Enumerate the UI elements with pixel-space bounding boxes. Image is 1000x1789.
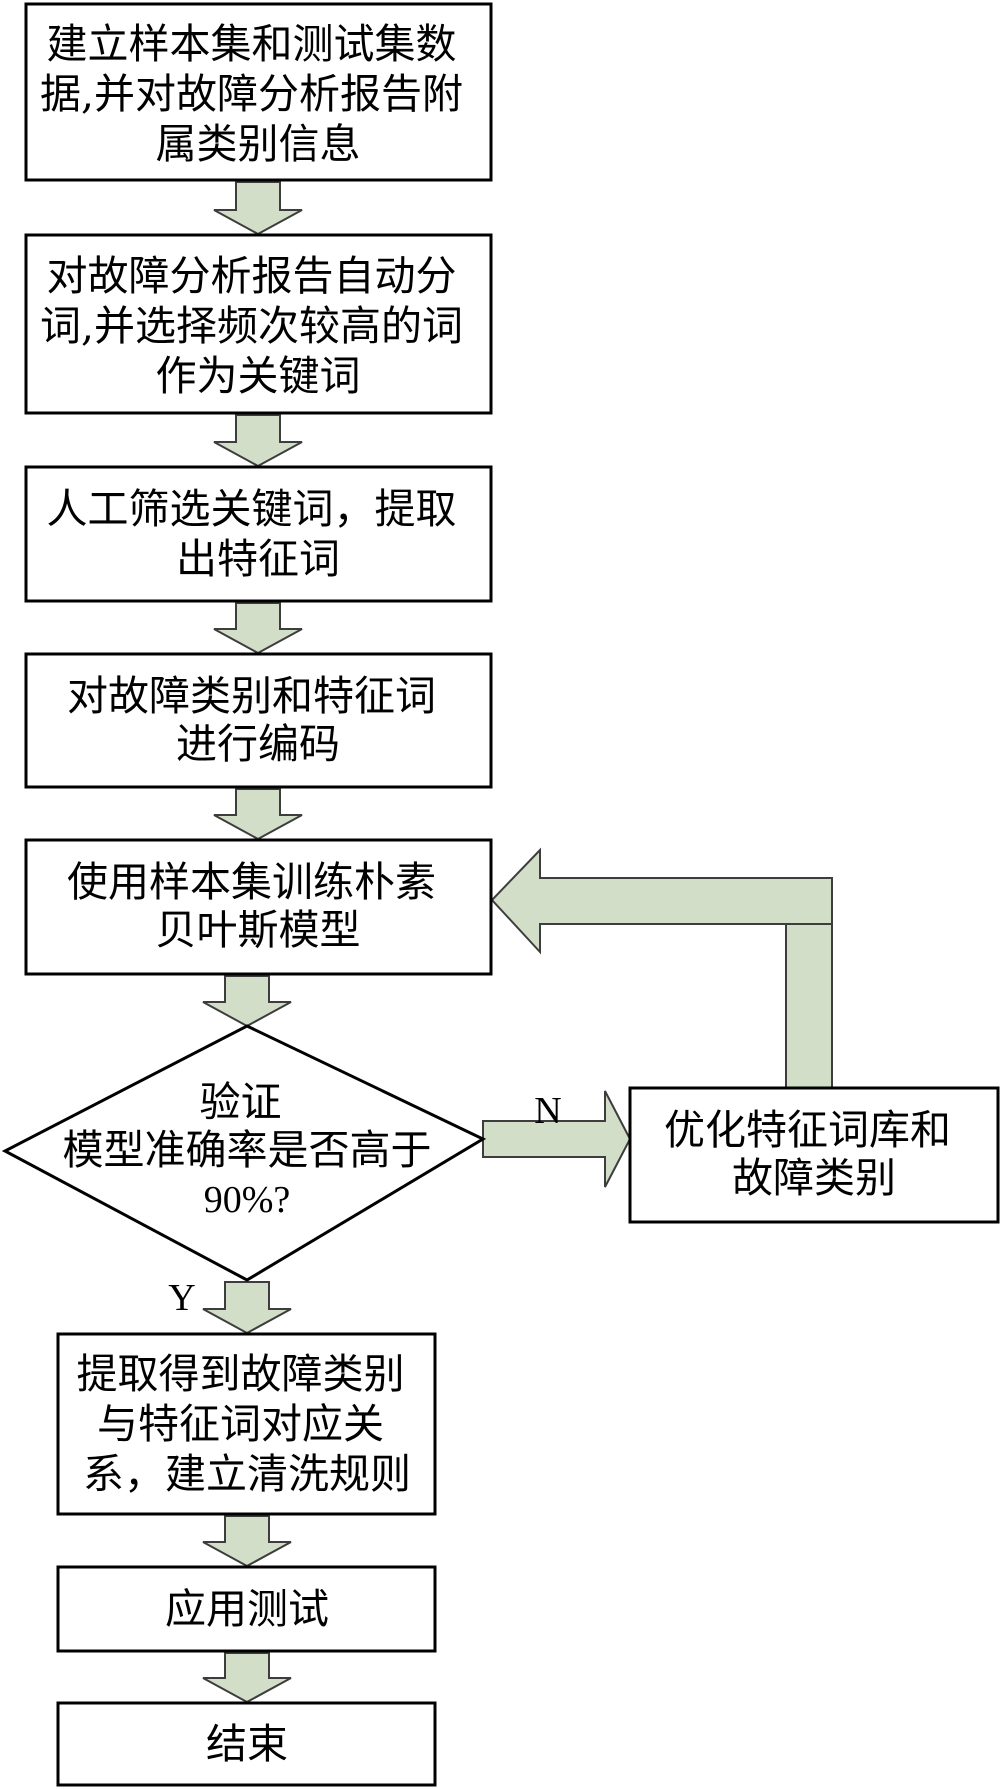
step-label-train-model: 使用样本集训练朴素 贝叶斯模型 bbox=[67, 858, 449, 954]
flow-arrow-5 bbox=[202, 975, 292, 1028]
step-label-screen-features: 人工筛选关键词，提取 出特征词 bbox=[46, 485, 469, 583]
branch-box-optimize bbox=[628, 1086, 1000, 1224]
step-box-segment-keywords bbox=[24, 233, 493, 415]
step-label-end: 结束 bbox=[206, 1720, 288, 1768]
step-label-extract-rules: 提取得到故障类别 与特征词对应关 系，建立清洗规则 bbox=[76, 1350, 417, 1498]
step-box-encode bbox=[24, 652, 493, 789]
feedback-arrow-head bbox=[490, 847, 833, 955]
decision-diamond bbox=[1, 1024, 487, 1282]
step-label-segment-keywords: 对故障分析报告自动分 词,并选择频次较高的词 作为关键词 bbox=[40, 252, 476, 400]
step-box-build-dataset bbox=[24, 2, 493, 182]
decision-label: 验证 模型准确率是否高于 bbox=[63, 1078, 432, 1174]
flow-arrow-yes bbox=[202, 1281, 292, 1335]
flow-arrow-3 bbox=[213, 602, 303, 655]
flow-arrow-8 bbox=[202, 1652, 292, 1704]
step-box-end bbox=[56, 1701, 437, 1787]
step-box-train-model bbox=[24, 838, 493, 976]
flow-arrow-7 bbox=[202, 1515, 292, 1568]
flow-arrow-1 bbox=[213, 181, 303, 236]
flow-arrows bbox=[202, 181, 303, 1704]
step-box-screen-features bbox=[24, 465, 493, 603]
flow-arrow-4 bbox=[213, 788, 303, 841]
step-label-build-dataset: 建立样本集和测试集数 据,并对故障分析报告附 属类别信息 bbox=[40, 20, 476, 168]
edge-label-yes: Y bbox=[168, 1277, 195, 1319]
step-label-encode: 对故障类别和特征词 进行编码 bbox=[67, 672, 449, 768]
branch-label-optimize: 优化特征词库和 故障类别 bbox=[664, 1106, 964, 1202]
no-branch-arrow bbox=[482, 1090, 632, 1188]
step-box-extract-rules bbox=[56, 1332, 437, 1516]
decision-threshold: 90%? bbox=[204, 1179, 291, 1221]
edge-label-no: N bbox=[534, 1090, 561, 1132]
step-box-apply-test bbox=[56, 1565, 437, 1653]
step-label-apply-test: 应用测试 bbox=[165, 1585, 329, 1633]
flow-arrow-2 bbox=[213, 414, 303, 468]
